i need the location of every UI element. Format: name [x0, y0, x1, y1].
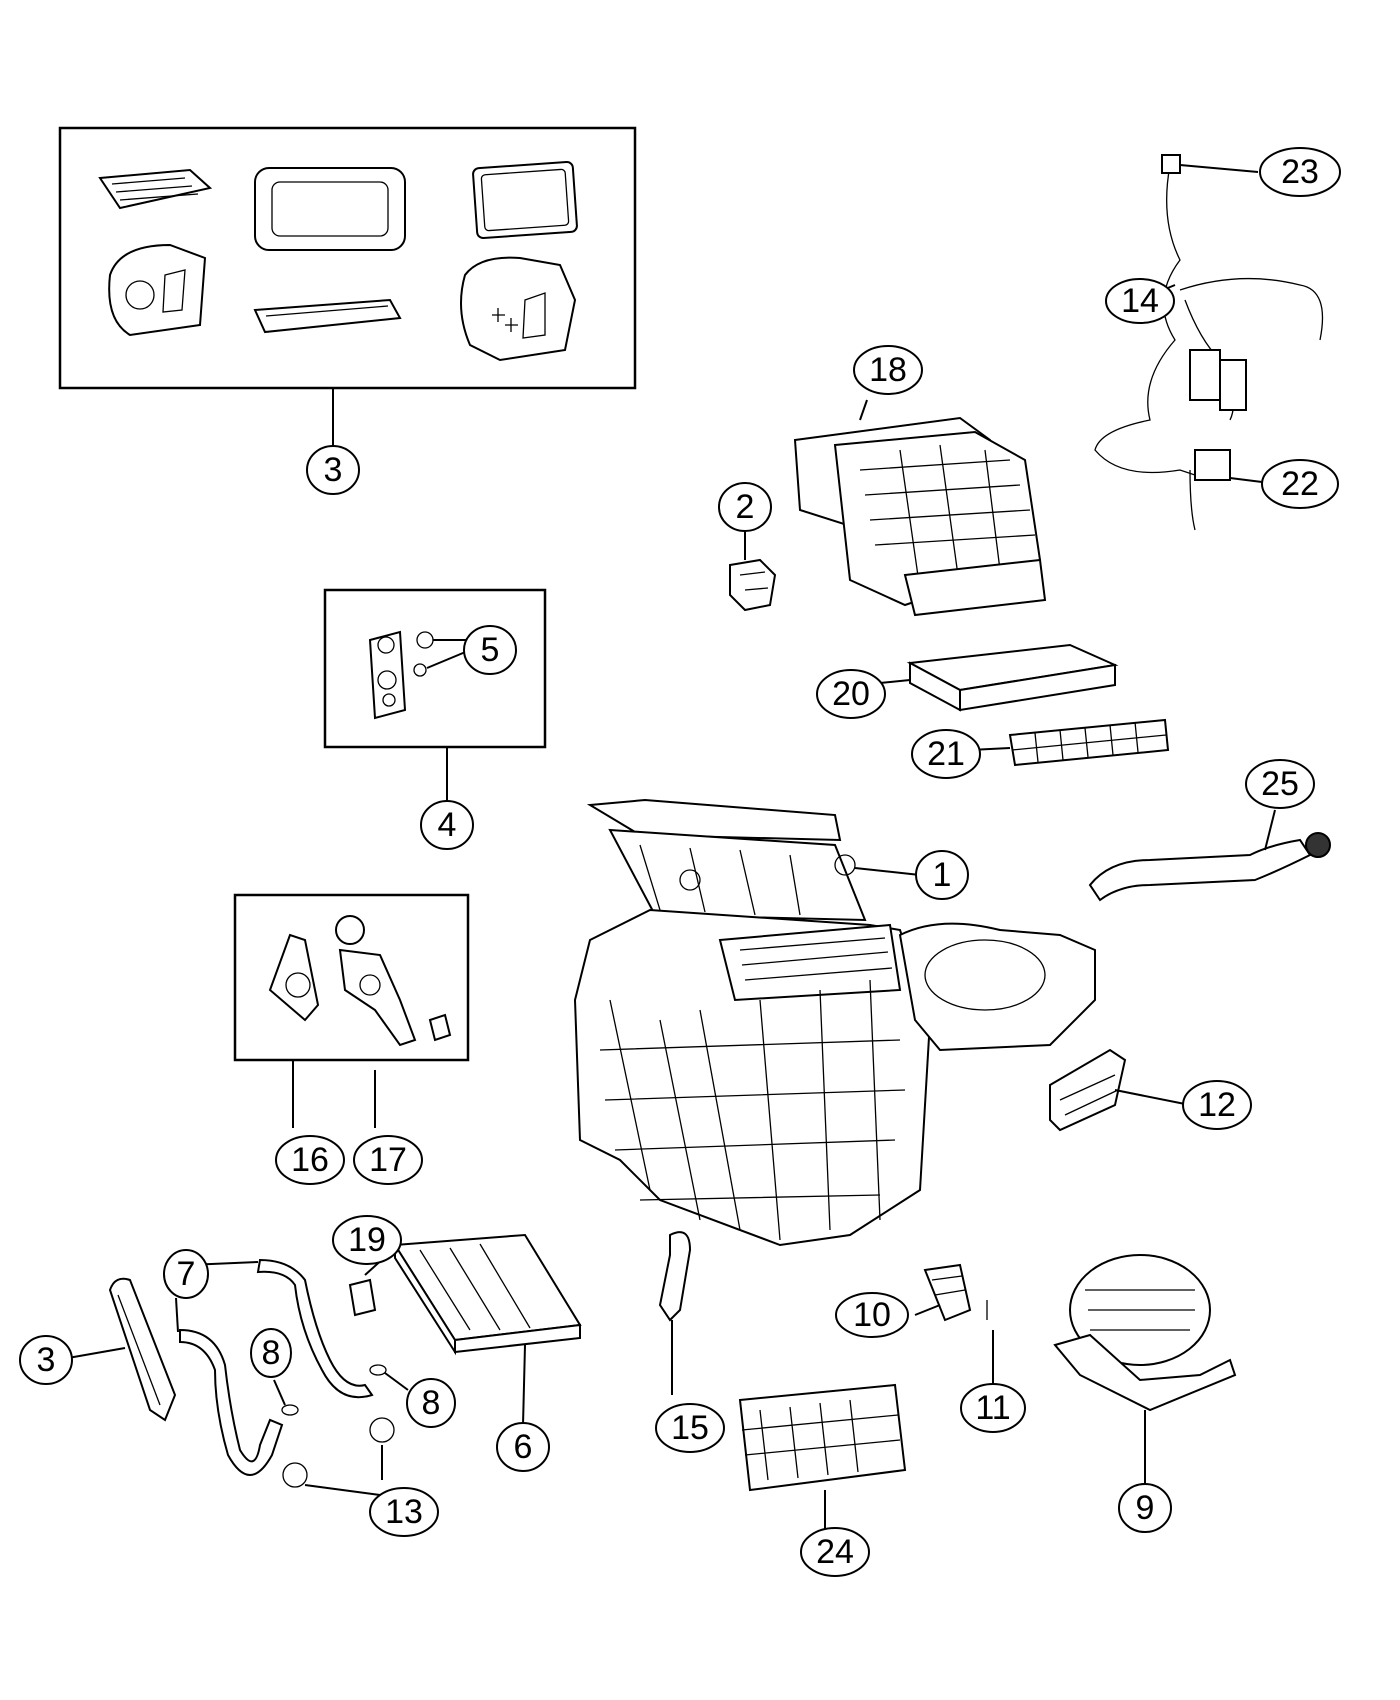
callout-label: 25: [1261, 765, 1299, 803]
callout-8-left: 8: [250, 1328, 292, 1378]
filter-door: [1008, 718, 1170, 767]
callout-18: 18: [853, 345, 923, 395]
callout-label: 16: [291, 1141, 329, 1179]
drain-hose: [1088, 809, 1331, 902]
blower-resistor: [914, 1263, 972, 1322]
callout-4: 4: [420, 800, 474, 850]
callout-6: 6: [496, 1422, 550, 1472]
callout-label: 8: [422, 1384, 441, 1422]
callout-label: 8: [262, 1334, 281, 1372]
blend-door-actuator: [729, 531, 777, 612]
expansion-valve: [368, 630, 407, 720]
seal-kit-box: [58, 126, 637, 455]
hose-clamps: [282, 1417, 395, 1496]
callout-24: 24: [800, 1527, 870, 1577]
callout-label: 4: [438, 806, 457, 844]
callout-17: 17: [353, 1135, 423, 1185]
callout-3-seal: 3: [19, 1335, 73, 1385]
callout-label: 1: [933, 856, 952, 894]
callout-label: 7: [177, 1255, 196, 1293]
callout-label: 10: [853, 1296, 891, 1334]
callout-label: 15: [671, 1409, 709, 1447]
screw: [986, 1300, 994, 1385]
o-rings-8: [273, 1364, 409, 1416]
callout-label: 14: [1121, 282, 1159, 320]
callout-7: 7: [163, 1249, 209, 1299]
callout-label: 3: [324, 451, 343, 489]
seal-parts: [98, 161, 578, 362]
callout-11: 11: [960, 1383, 1026, 1433]
callout-label: 21: [927, 735, 965, 773]
callout-1: 1: [915, 850, 969, 900]
hvac-housing: [573, 798, 1096, 1247]
callout-label: 6: [514, 1428, 533, 1466]
callout-label: 17: [369, 1141, 407, 1179]
callout-label: 19: [348, 1221, 386, 1259]
wiring-harness: [1094, 154, 1324, 531]
callout-22: 22: [1261, 459, 1339, 509]
housing-seal: [67, 1277, 177, 1422]
callout-20: 20: [816, 669, 886, 719]
duct-bracket: [1049, 1048, 1191, 1132]
blower-motor: [1053, 1254, 1237, 1485]
heater-core-cover: [738, 1383, 907, 1530]
callout-10: 10: [835, 1292, 909, 1338]
callout-2: 2: [718, 482, 772, 532]
callout-label: 9: [1136, 1489, 1155, 1527]
callout-label: 18: [869, 351, 907, 389]
callout-label: 2: [736, 488, 755, 526]
callout-label: 3: [37, 1341, 56, 1379]
actuator-kit-box: [233, 893, 470, 1128]
callout-label: 22: [1281, 465, 1319, 503]
evaporator-core: [393, 1233, 582, 1426]
callout-5: 5: [463, 625, 517, 675]
callout-label: 20: [832, 675, 870, 713]
callout-label: 5: [481, 631, 500, 669]
callout-label: 23: [1281, 153, 1319, 191]
callout-21: 21: [911, 729, 981, 779]
callout-14: 14: [1105, 278, 1175, 324]
heater-hoses: [175, 1258, 374, 1476]
callout-label: 24: [816, 1533, 854, 1571]
callout-label: 11: [975, 1389, 1010, 1427]
callout-15: 15: [655, 1403, 725, 1453]
callout-3-kit: 3: [306, 445, 360, 495]
callout-13: 13: [369, 1487, 439, 1537]
drain-tube: [658, 1231, 692, 1395]
callout-23: 23: [1259, 147, 1341, 197]
actuator-parts: [268, 915, 452, 1047]
callout-label: 13: [385, 1493, 423, 1531]
air-inlet-housing: [793, 416, 1047, 617]
callout-label: 12: [1198, 1086, 1236, 1124]
cabin-air-filter: [906, 643, 1119, 712]
callout-12: 12: [1182, 1080, 1252, 1130]
callout-16: 16: [275, 1135, 345, 1185]
callout-9: 9: [1118, 1483, 1172, 1533]
callout-19: 19: [332, 1215, 402, 1265]
callout-8-right: 8: [406, 1378, 456, 1428]
callout-25: 25: [1245, 759, 1315, 809]
valve-kit-box: [323, 588, 547, 808]
